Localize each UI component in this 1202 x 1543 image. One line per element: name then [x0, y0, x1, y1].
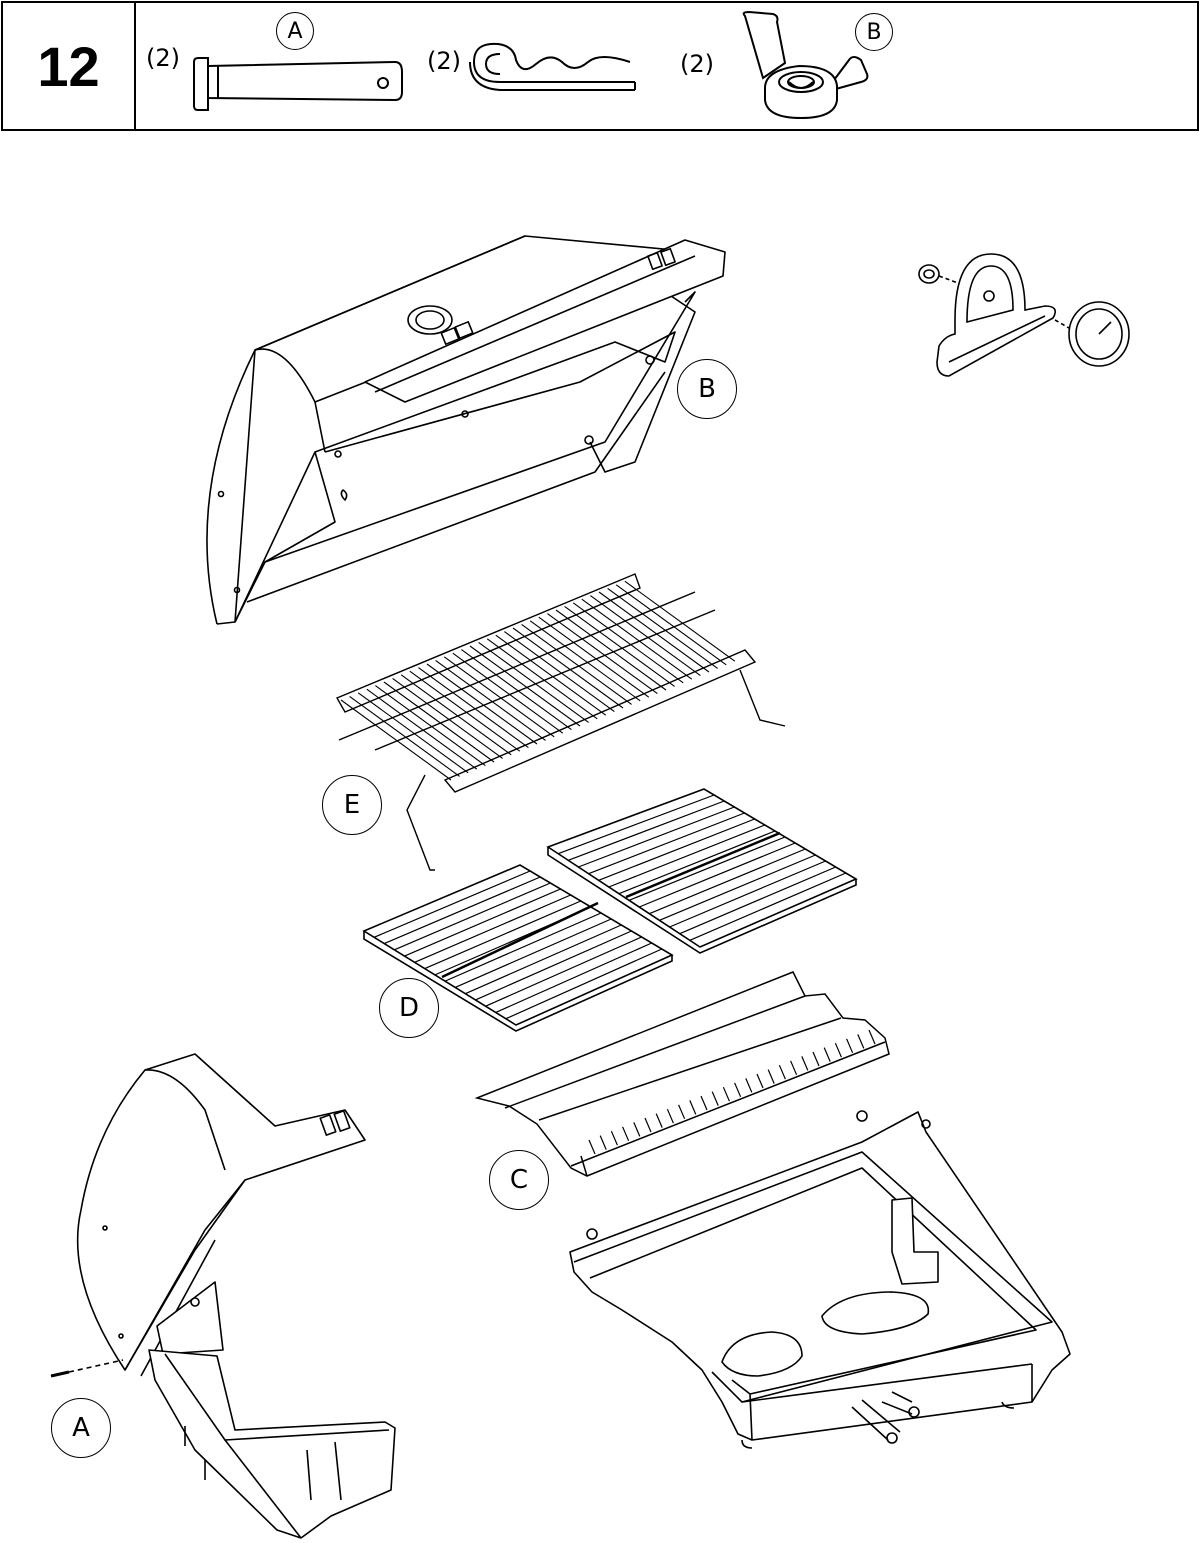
- rack-wire: [496, 635, 606, 715]
- qty-hairpin-clip: (2): [427, 47, 461, 75]
- rack-wire: [573, 603, 683, 683]
- rack-wire: [616, 585, 726, 665]
- callout-hinge-pin: A: [51, 1398, 111, 1458]
- rack-wire: [393, 678, 503, 758]
- rack-wire: [556, 610, 666, 690]
- rack-wire: [461, 650, 571, 730]
- rack-wire: [590, 596, 700, 676]
- rack-wire: [530, 621, 640, 701]
- rack-wire: [487, 639, 597, 719]
- firebox-illustration: [562, 1102, 1082, 1462]
- rack-wire: [539, 617, 649, 697]
- rack-wire: [341, 700, 451, 780]
- rack-wire: [565, 606, 675, 686]
- rack-wire: [453, 653, 563, 733]
- qty-wing-nut: (2): [680, 50, 714, 78]
- rack-wire: [582, 599, 692, 679]
- wing-nut-icon: [735, 8, 875, 123]
- rack-wire: [479, 642, 589, 722]
- rack-wire: [608, 588, 718, 668]
- grill-assembly-lid-open-illustration: [45, 1050, 405, 1540]
- callout-lid-wingnut: B: [677, 359, 737, 419]
- rack-wire: [504, 632, 614, 712]
- rack-wire: [384, 682, 494, 762]
- thermometer-bezel-illustration: [915, 250, 1145, 380]
- rack-wire: [444, 657, 554, 737]
- rack-wire: [599, 592, 709, 672]
- step-number: 12: [37, 34, 99, 99]
- rack-wire: [418, 668, 528, 748]
- rack-wire: [547, 614, 657, 694]
- rack-wire: [401, 675, 511, 755]
- callout-flame-tamer: C: [489, 1150, 549, 1210]
- rack-wire: [358, 693, 468, 773]
- rack-wire: [436, 660, 546, 740]
- qty-clevis-pin: (2): [146, 44, 180, 72]
- rack-wire: [625, 581, 735, 661]
- hairpin-clip-icon: [470, 38, 640, 98]
- rack-wire: [470, 646, 580, 726]
- grill-lid-illustration: [195, 232, 740, 627]
- rack-wire: [375, 686, 485, 766]
- rack-wire: [410, 671, 520, 751]
- callout-cooking-grates: D: [379, 978, 439, 1038]
- rack-wire: [367, 689, 477, 769]
- callout-part-a: A: [276, 12, 314, 50]
- rack-wire: [427, 664, 537, 744]
- rack-wire: [513, 628, 623, 708]
- rack-wire: [350, 696, 460, 776]
- clevis-pin-icon: [190, 52, 410, 117]
- rack-wire: [522, 624, 632, 704]
- step-cell: 12: [3, 3, 136, 129]
